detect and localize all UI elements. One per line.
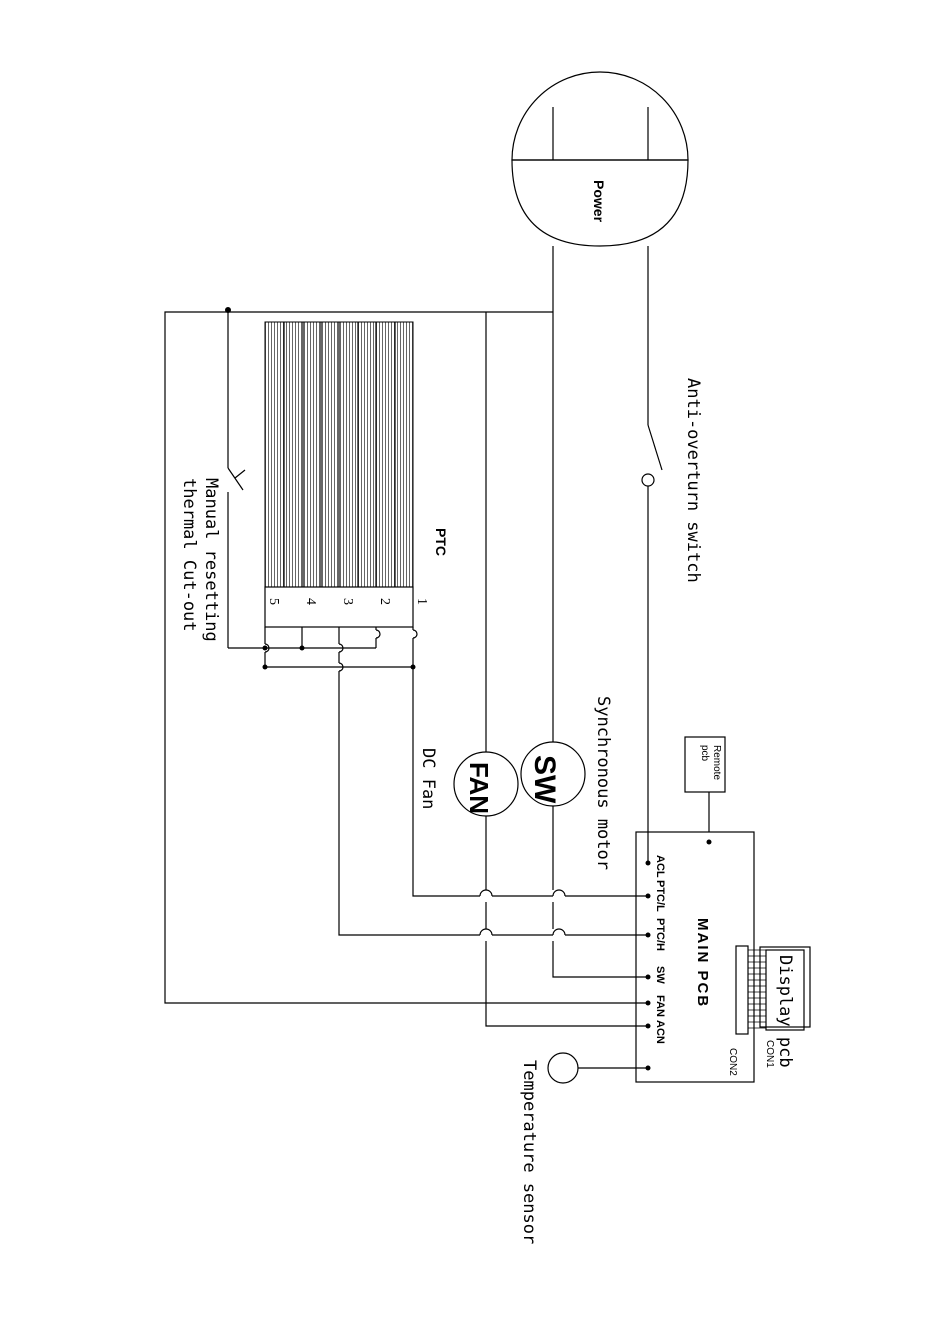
pin-label-acl: ACL bbox=[654, 855, 666, 878]
display-pcb-label: Display pcb bbox=[775, 955, 795, 1068]
crossover bbox=[553, 929, 565, 935]
temperature-sensor bbox=[548, 1053, 578, 1083]
pin-label-fan: FAN bbox=[654, 995, 666, 1017]
crossover bbox=[480, 929, 492, 935]
anti-overturn-label: Anti-overturn switch bbox=[683, 378, 703, 583]
fan-symbol-label: FAN bbox=[464, 762, 494, 814]
cutout-contact bbox=[228, 468, 243, 490]
ptc-terminal-5: 5 bbox=[266, 598, 281, 605]
sw-symbol-label: SW bbox=[528, 755, 561, 804]
dc-fan-label: DC Fan bbox=[418, 748, 438, 809]
temperature-sensor-label: Temperature sensor bbox=[519, 1060, 539, 1244]
power-plug bbox=[512, 72, 688, 160]
remote-pcb-label-1: Remote bbox=[711, 745, 722, 780]
main-pcb-label: MAIN PCB bbox=[694, 918, 711, 1008]
pin-label-sw: SW bbox=[654, 966, 666, 984]
pin-label-ptc-h: PTC/H bbox=[654, 918, 666, 951]
cutout-label-2: thermal Cut-out bbox=[179, 478, 199, 632]
junction-dot bbox=[707, 840, 712, 845]
power-label: Power bbox=[591, 180, 607, 223]
pin-dot-sw bbox=[646, 975, 651, 980]
pin-dot-ptc-l bbox=[646, 894, 651, 899]
con2-label: CON2 bbox=[727, 1048, 738, 1076]
ptc-terminal-3: 3 bbox=[340, 598, 355, 605]
cutout-label-1: Manual resetting bbox=[201, 478, 221, 642]
ptc-terminal-2: 2 bbox=[377, 598, 392, 605]
crossover bbox=[553, 890, 565, 896]
fan-output-wire bbox=[486, 941, 648, 1026]
pin-label-ptc-l: PTC/L bbox=[654, 880, 666, 912]
con1-label: CON1 bbox=[764, 1040, 775, 1068]
ptc-terminal-1: 1 bbox=[414, 598, 429, 605]
synchronous-motor-label: Synchronous motor bbox=[593, 696, 613, 870]
ptc-heater bbox=[265, 322, 413, 627]
pin-label-acn: ACN bbox=[654, 1020, 666, 1044]
remote-pcb-label-2: pcb bbox=[699, 745, 710, 762]
pin-dot-acn bbox=[646, 1001, 651, 1006]
sw-output-wire bbox=[553, 941, 648, 977]
ribbon-cable bbox=[736, 946, 766, 1034]
ptc-label: PTC bbox=[433, 528, 449, 556]
crossover bbox=[480, 890, 492, 896]
ptc-terminal-4: 4 bbox=[303, 598, 318, 605]
anti-overturn-switch-terminal bbox=[642, 474, 654, 486]
pin-dot-acl bbox=[646, 861, 651, 866]
pin-dot-fan bbox=[646, 1024, 651, 1029]
pin-dot-ptc-h bbox=[646, 933, 651, 938]
cutout-mark bbox=[235, 470, 245, 478]
ptc-terminal-leads bbox=[228, 627, 417, 671]
anti-overturn-switch-contact bbox=[648, 425, 662, 470]
